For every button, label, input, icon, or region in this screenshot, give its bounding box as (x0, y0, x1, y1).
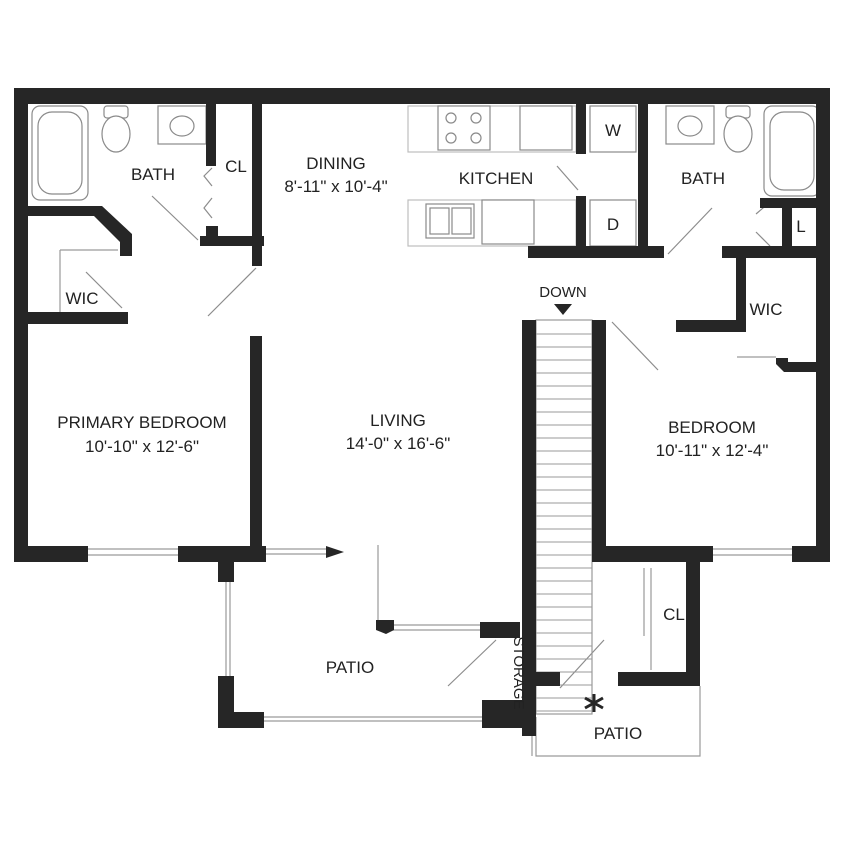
walls (14, 88, 830, 736)
door-swing-icon (85, 271, 123, 309)
living-label: LIVING (370, 411, 426, 430)
door-swing-icon (559, 639, 605, 689)
stairs (535, 304, 593, 715)
room-labels: BATH CL DINING 8'-11" x 10'-4" KITCHEN W… (57, 121, 805, 743)
door-swing-icon (203, 197, 213, 219)
door-swings (85, 165, 771, 689)
closet-left-label: CL (225, 157, 247, 176)
primary-bedroom-label: PRIMARY BEDROOM (57, 413, 226, 432)
dining-dims: 8'-11" x 10'-4" (284, 177, 387, 196)
storage-label: STORAGE (510, 636, 527, 709)
door-swing-icon (447, 639, 497, 687)
living-dims: 14'-0" x 16'-6" (346, 434, 451, 453)
dining-label: DINING (306, 154, 366, 173)
down-arrow-icon (554, 304, 572, 315)
bath-left-label: BATH (131, 165, 175, 184)
stair-icon (536, 333, 592, 712)
bedroom-label: BEDROOM (668, 418, 756, 437)
washer-label: W (605, 121, 621, 140)
linen-label: L (796, 217, 805, 236)
door-swing-icon (611, 321, 659, 371)
north-star-icon (584, 694, 604, 712)
door-swing-icon (556, 165, 579, 191)
dryer-label: D (607, 215, 619, 234)
range-icon (437, 105, 491, 151)
door-swing-icon (207, 267, 257, 317)
closet-right-label: CL (663, 605, 685, 624)
wic-left-label: WIC (65, 289, 98, 308)
patio-left-label: PATIO (326, 658, 375, 677)
door-swing-icon (755, 231, 771, 247)
stairs-down-label: DOWN (539, 284, 587, 301)
patio-right-label: PATIO (594, 724, 643, 743)
bath-right-label: BATH (681, 169, 725, 188)
window-lines (59, 249, 792, 757)
washer (589, 105, 637, 153)
bedroom-dims: 10'-11" x 12'-4" (656, 441, 769, 460)
primary-bedroom-dims: 10'-10" x 12'-6" (85, 437, 199, 456)
door-swing-icon (151, 195, 199, 241)
kitchen-label: KITCHEN (459, 169, 534, 188)
door-swing-icon (667, 207, 713, 255)
door-swing-icon (203, 167, 213, 187)
wic-right-label: WIC (749, 300, 782, 319)
